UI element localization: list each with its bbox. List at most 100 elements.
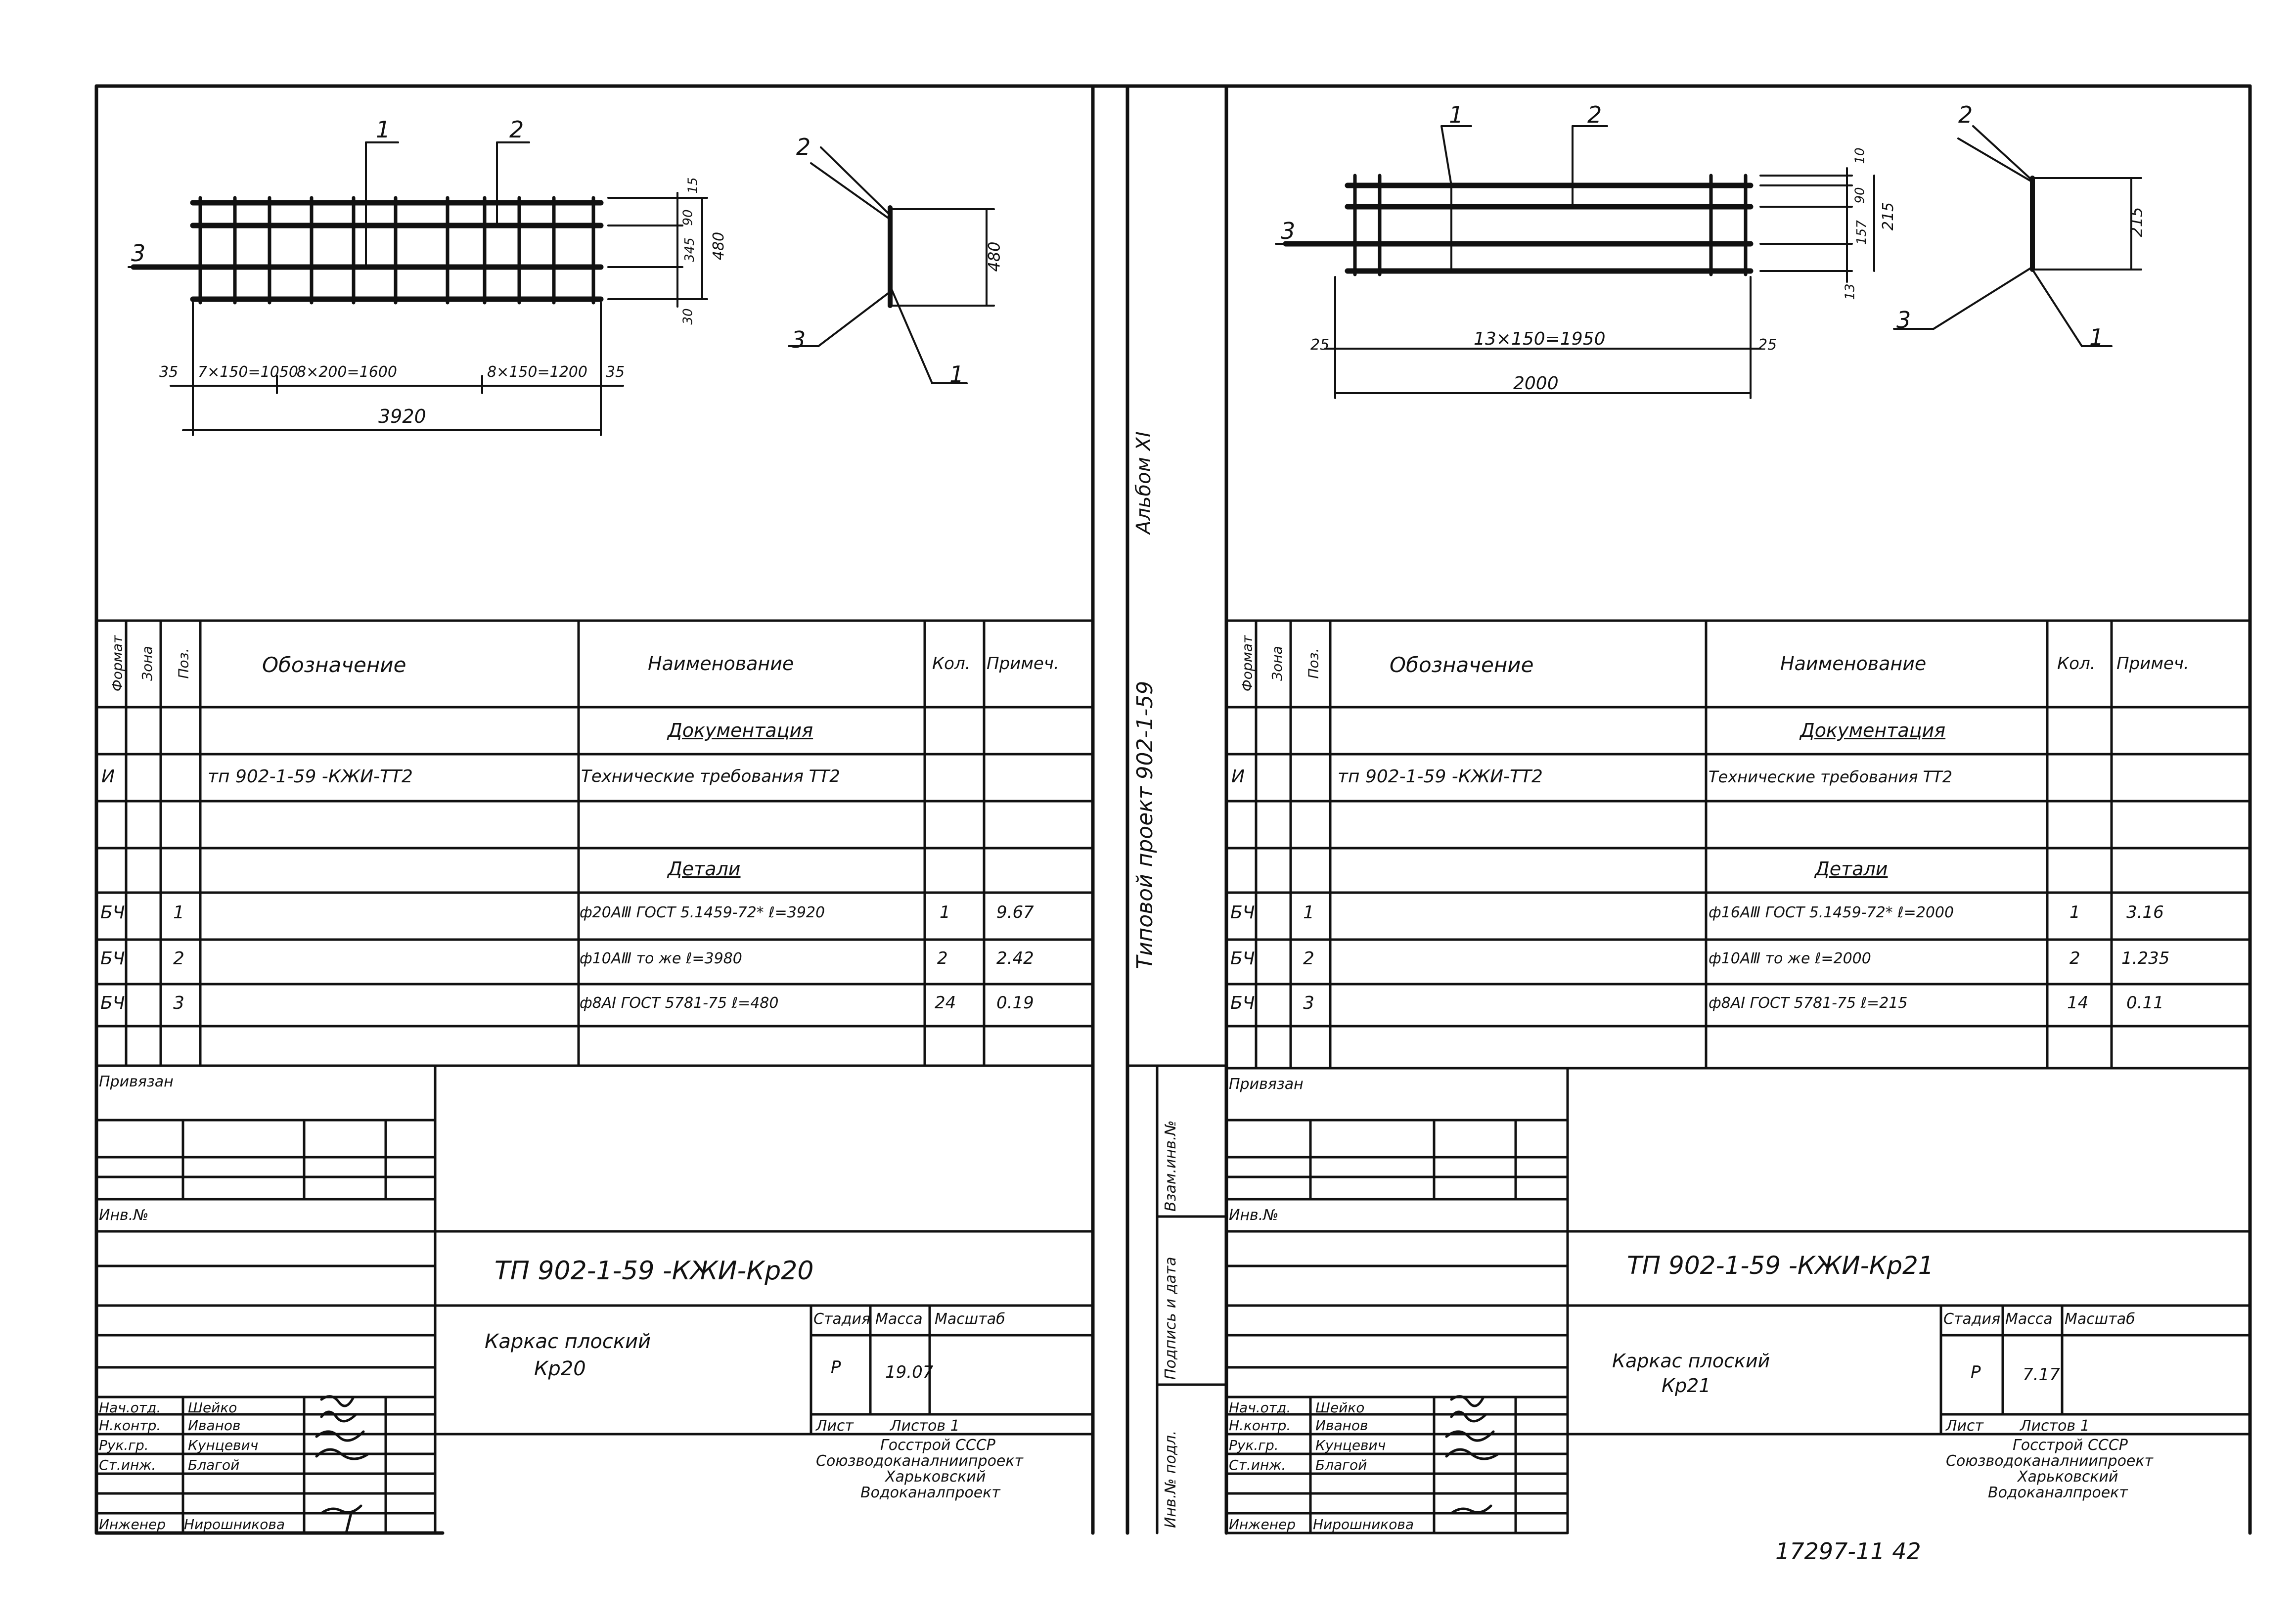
col-designation: Обозначение bbox=[1390, 653, 1534, 677]
sheet-label: Лист bbox=[816, 1417, 854, 1435]
col-name: Наименование bbox=[1780, 653, 1927, 675]
dim-13: 13 bbox=[1843, 283, 1858, 300]
staff-name: Иванов bbox=[1315, 1417, 1368, 1434]
section-heading-details: Детали bbox=[668, 858, 741, 880]
section-heading-documentation: Документация bbox=[1800, 720, 1946, 741]
org-line-2: Союзводоканалниипроект bbox=[1946, 1452, 2153, 1470]
spec-pos: 1 bbox=[1303, 902, 1314, 923]
product-name: Каркас плоский bbox=[1612, 1350, 1770, 1372]
original-inv-label: Инв.№ подл. bbox=[1162, 1430, 1179, 1528]
product-name: Каркас плоский bbox=[485, 1330, 651, 1353]
spec-pos: 3 bbox=[173, 993, 184, 1013]
spec-name: Технические требования ТТ2 bbox=[581, 767, 840, 786]
dim-90: 90 bbox=[680, 209, 696, 226]
dim-215: 215 bbox=[1880, 202, 1897, 231]
inv-label: Инв.№ bbox=[1229, 1207, 1279, 1224]
mass-header: Масса bbox=[875, 1310, 923, 1328]
staff-role: Н.контр. bbox=[99, 1417, 161, 1434]
spec-note: 2.42 bbox=[996, 948, 1034, 968]
section-heading-documentation: Документация bbox=[668, 720, 813, 741]
staff-role: Нач.отд. bbox=[1229, 1399, 1291, 1416]
binding-label: Привязан bbox=[1229, 1076, 1304, 1093]
spec-name: ф8АⅠ ГОСТ 5781-75 ℓ=480 bbox=[580, 994, 779, 1012]
sheets-count: Листов 1 bbox=[890, 1417, 960, 1435]
scale-header: Масштаб bbox=[2065, 1310, 2135, 1328]
side-callout-pos1: 1 bbox=[2089, 324, 2104, 351]
spec-designation: тп 902-1-59 -КЖИ-ТТ2 bbox=[1338, 767, 1543, 787]
side-callout-pos1: 1 bbox=[949, 361, 964, 388]
staff-role: Ст.инж. bbox=[1229, 1457, 1286, 1473]
staff-name: Шейко bbox=[1315, 1399, 1365, 1416]
dim-total: 3920 bbox=[378, 406, 426, 427]
spec-format: БЧ bbox=[100, 948, 125, 969]
col-format: Формат bbox=[1239, 635, 1256, 692]
staff-name: Шейко bbox=[188, 1399, 237, 1416]
product-mark: Кр20 bbox=[534, 1357, 586, 1380]
binding-label: Привязан bbox=[99, 1073, 174, 1090]
spec-name: ф16АⅢ ГОСТ 5.1459-72* ℓ=2000 bbox=[1709, 904, 1954, 921]
callout-pos3: 3 bbox=[1281, 218, 1296, 244]
spec-format: БЧ bbox=[1230, 948, 1255, 969]
spec-format: И bbox=[1231, 767, 1245, 787]
col-designation: Обозначение bbox=[262, 653, 406, 677]
dim-35-right: 35 bbox=[606, 363, 625, 381]
spec-pos: 2 bbox=[1303, 948, 1314, 969]
dim-480: 480 bbox=[710, 231, 728, 261]
stage-value: Р bbox=[1971, 1362, 1981, 1382]
staff-role: Ст.инж. bbox=[99, 1457, 156, 1473]
staff-role: Инженер bbox=[99, 1516, 166, 1533]
staff-name: Кунцевич bbox=[1315, 1437, 1386, 1453]
org-line-3: Харьковский bbox=[2018, 1468, 2118, 1486]
product-mark: Кр21 bbox=[1662, 1375, 1711, 1397]
dim-345: 345 bbox=[682, 237, 697, 262]
spec-format: БЧ bbox=[100, 993, 125, 1013]
col-qty: Кол. bbox=[932, 654, 971, 674]
org-line-4: Водоканалпроект bbox=[860, 1484, 1000, 1501]
staff-role: Рук.гр. bbox=[99, 1437, 149, 1453]
spec-pos: 1 bbox=[173, 902, 184, 923]
spec-format: БЧ bbox=[1230, 902, 1255, 923]
section-heading-details: Детали bbox=[1815, 858, 1888, 880]
staff-name: Нирошникова bbox=[184, 1516, 285, 1533]
spec-note: 0.11 bbox=[2126, 993, 2164, 1013]
spec-format: БЧ bbox=[100, 902, 125, 923]
stage-header: Стадия bbox=[813, 1310, 871, 1328]
org-line-1: Госстрой СССР bbox=[2013, 1437, 2128, 1454]
left-frame-drawing bbox=[131, 200, 604, 302]
col-note: Примеч. bbox=[987, 654, 1059, 674]
spec-note: 3.16 bbox=[2126, 902, 2164, 922]
spec-note: 9.67 bbox=[996, 902, 1034, 922]
dim-90: 90 bbox=[1852, 187, 1868, 204]
side-callout-pos3: 3 bbox=[1896, 307, 1911, 333]
col-format: Формат bbox=[109, 635, 126, 692]
org-line-2: Союзводоканалниипроект bbox=[816, 1452, 1023, 1470]
staff-role: Инженер bbox=[1229, 1516, 1296, 1533]
spec-name: Технические требования ТТ2 bbox=[1709, 767, 1953, 786]
dim-15: 15 bbox=[685, 177, 701, 194]
side-callout-pos2: 2 bbox=[1958, 101, 1973, 128]
callout-pos1: 1 bbox=[376, 116, 391, 143]
side-callout-pos3: 3 bbox=[791, 326, 806, 353]
col-pos: Поз. bbox=[1305, 648, 1322, 679]
project-label: Типовой проект 902-1-59 bbox=[1132, 680, 1158, 969]
right-frame-drawing bbox=[1283, 182, 1754, 274]
stage-header: Стадия bbox=[1943, 1310, 2001, 1328]
inv-label: Инв.№ bbox=[99, 1207, 149, 1224]
dim-25-right: 25 bbox=[1758, 336, 1777, 354]
dim-total: 2000 bbox=[1513, 373, 1559, 394]
org-line-4: Водоканалпроект bbox=[1988, 1484, 2128, 1501]
dim-side-215: 215 bbox=[2127, 207, 2146, 237]
doc-code: ТП 902-1-59 -КЖИ-Кр21 bbox=[1627, 1251, 1934, 1280]
replaces-inv-label: Взам.инв.№ bbox=[1162, 1120, 1179, 1212]
stage-value: Р bbox=[831, 1357, 841, 1377]
spec-note: 1.235 bbox=[2121, 948, 2170, 968]
staff-name: Кунцевич bbox=[188, 1437, 259, 1453]
spec-qty: 2 bbox=[937, 948, 948, 968]
scale-header: Масштаб bbox=[935, 1310, 1005, 1328]
staff-role: Нач.отд. bbox=[99, 1399, 161, 1416]
spec-name: ф8АⅠ ГОСТ 5781-75 ℓ=215 bbox=[1709, 994, 1908, 1012]
col-note: Примеч. bbox=[2116, 654, 2189, 674]
org-line-1: Госстрой СССР bbox=[880, 1437, 995, 1454]
callout-pos3: 3 bbox=[131, 240, 146, 267]
